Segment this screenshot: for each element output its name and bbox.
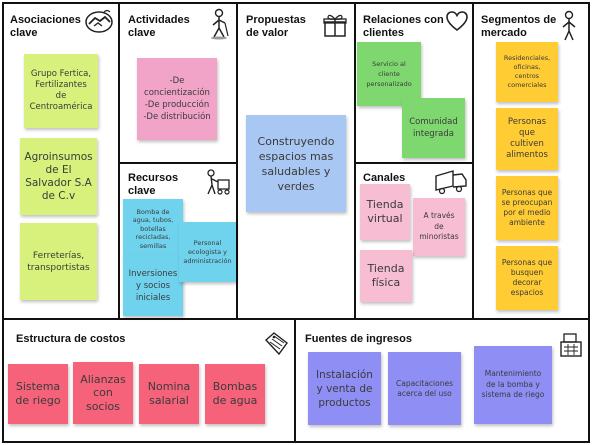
cash-register-icon bbox=[560, 333, 582, 357]
note-cost-nomina: Nomina salarial bbox=[139, 364, 199, 424]
note-recursos-inversiones: Inversiones y socios iniciales bbox=[123, 256, 183, 316]
title-recursos-clave: Recursos clave bbox=[128, 172, 179, 197]
note-agroinsumos: Agroinsumos de El Salvador S.A de C.v bbox=[20, 138, 97, 215]
note-cost-sistema: Sistema de riego bbox=[8, 364, 68, 424]
price-tag-icon bbox=[264, 332, 288, 356]
note-ferreterias: Ferreterías, transportistas bbox=[20, 223, 97, 300]
title-propuestas-valor: Propuestas de valor bbox=[246, 14, 306, 39]
title-fuentes-ingresos: Fuentes de ingresos bbox=[305, 333, 412, 345]
note-cost-alianzas: Alianzas con socios bbox=[73, 362, 133, 424]
title-asociaciones-clave: Asociaciones clave bbox=[10, 14, 81, 39]
note-rev-capacitaciones: Capacitaciones acerca del uso bbox=[388, 352, 461, 425]
note-recursos-bomba: Bomba de agua, tubos, botellas reciclada… bbox=[123, 199, 183, 259]
note-rev-mantenimiento: Mantenimiento de la bomba y sistema de r… bbox=[474, 346, 552, 424]
person-icon bbox=[562, 10, 576, 41]
title-segmentos-mercado: Segmentos de mercado bbox=[481, 14, 557, 39]
note-actividades-lista: -De concientización -De producción -De d… bbox=[137, 58, 217, 140]
note-canales-minoristas: A través de minoristas bbox=[413, 198, 465, 256]
note-grupo-fertica: Grupo Fertica, Fertilizantes de Centroam… bbox=[24, 54, 98, 128]
note-canales-virtual: Tienda virtual bbox=[360, 184, 410, 240]
heart-icon bbox=[446, 11, 468, 32]
note-seg-decorar: Personas que busquen decorar espacios bbox=[496, 246, 558, 310]
note-relaciones-servicio: Servicio al cliente personalizado bbox=[357, 42, 421, 106]
note-cost-bombas: Bombas de agua bbox=[205, 364, 265, 424]
note-seg-residenciales: Residenciales, oficinas, centros comerci… bbox=[496, 42, 558, 102]
note-propuesta-principal: Construyendo espacios mas saludables y v… bbox=[246, 115, 346, 212]
title-estructura-costos: Estructura de costos bbox=[16, 333, 126, 345]
note-seg-cultiven: Personas que cultiven alimentos bbox=[496, 108, 558, 170]
worker-icon bbox=[211, 8, 229, 40]
note-recursos-personal: Personal ecologista y administración bbox=[179, 222, 236, 282]
gift-icon bbox=[323, 14, 347, 37]
title-actividades-clave: Actividades clave bbox=[128, 14, 190, 39]
note-rev-instalacion: Instalación y venta de productos bbox=[308, 352, 381, 425]
worker-cart-icon bbox=[207, 169, 230, 195]
handshake-icon bbox=[85, 9, 113, 33]
title-canales: Canales bbox=[363, 172, 406, 184]
note-relaciones-comunidad: Comunidad integrada bbox=[402, 98, 465, 158]
truck-icon bbox=[435, 170, 467, 195]
note-seg-medio: Personas que se preocupan por el medio a… bbox=[496, 176, 558, 240]
note-canales-fisica: Tienda física bbox=[360, 250, 412, 302]
title-relaciones-clientes: Relaciones con clientes bbox=[363, 14, 444, 39]
